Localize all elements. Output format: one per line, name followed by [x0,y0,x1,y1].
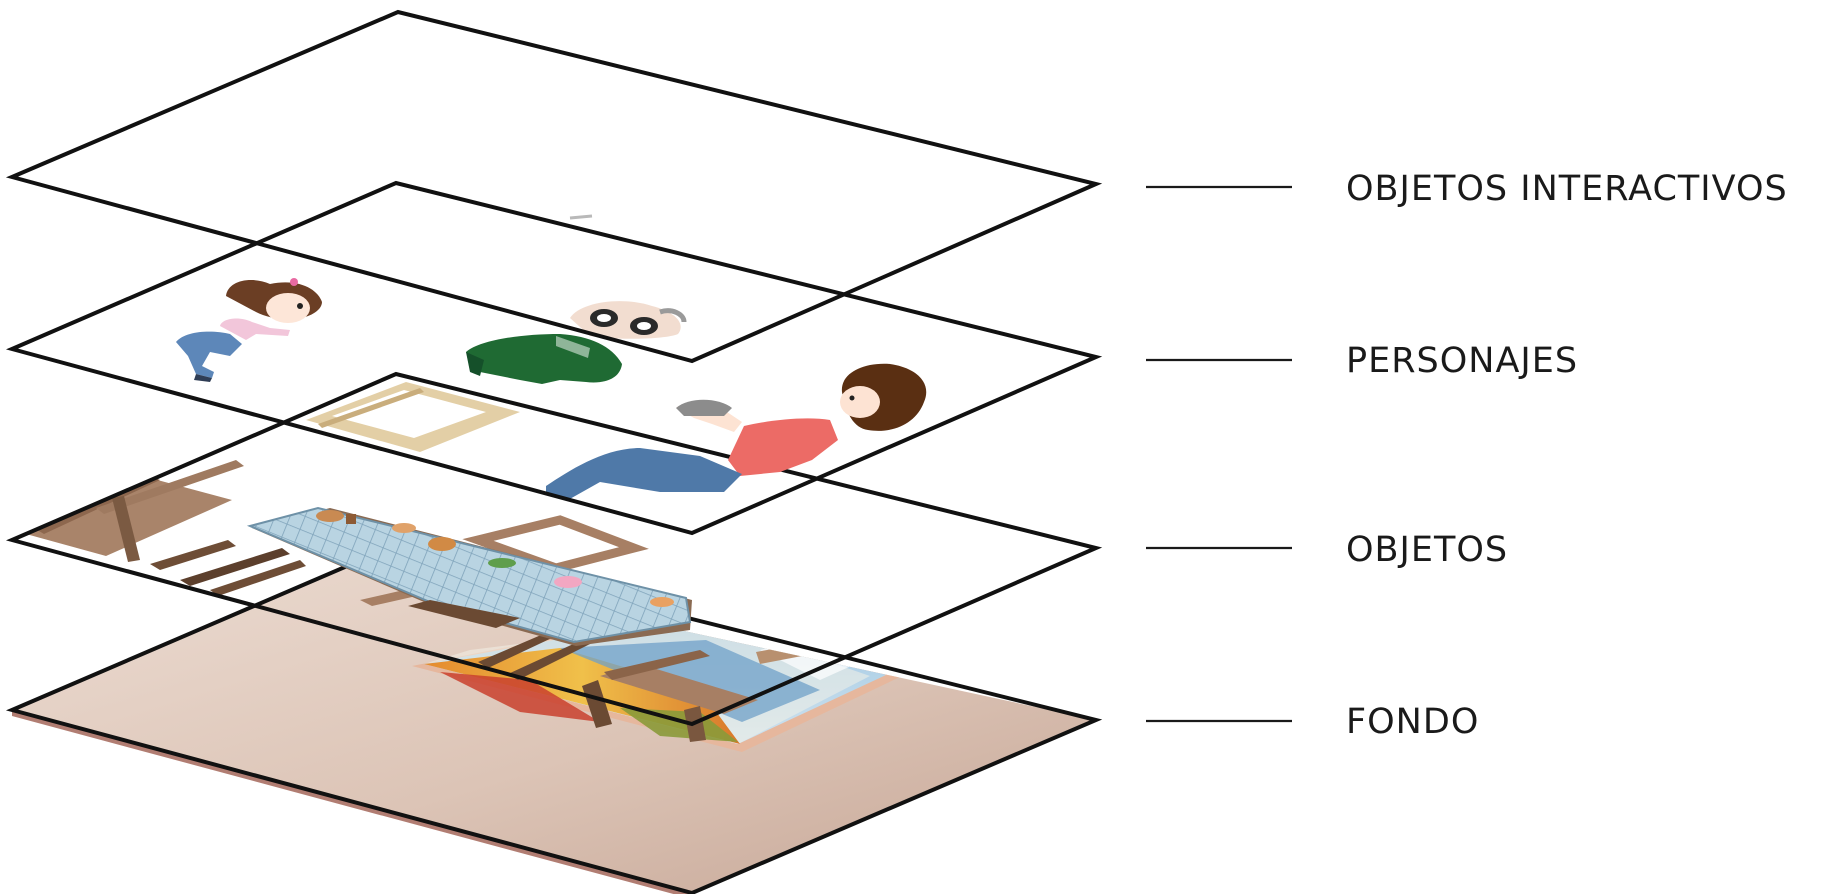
label-characters: PERSONAJES [1346,341,1578,381]
label-background: FONDO [1346,702,1479,742]
label-objects: OBJETOS [1346,530,1508,570]
mother-character [546,364,926,500]
label-interactive-objects: OBJETOS INTERACTIVOS [1346,169,1788,209]
grandpa-character [466,301,684,384]
characters-art [176,278,926,500]
characters-layer [12,183,1096,533]
interactive-objects-layer [12,12,1096,361]
interactive-plane-outline [12,12,1096,361]
girl-character [176,278,322,382]
small-mark [570,216,592,218]
chair-back-tall [306,382,520,452]
layer-labels: OBJETOS INTERACTIVOS PERSONAJES OBJETOS … [1146,169,1788,742]
